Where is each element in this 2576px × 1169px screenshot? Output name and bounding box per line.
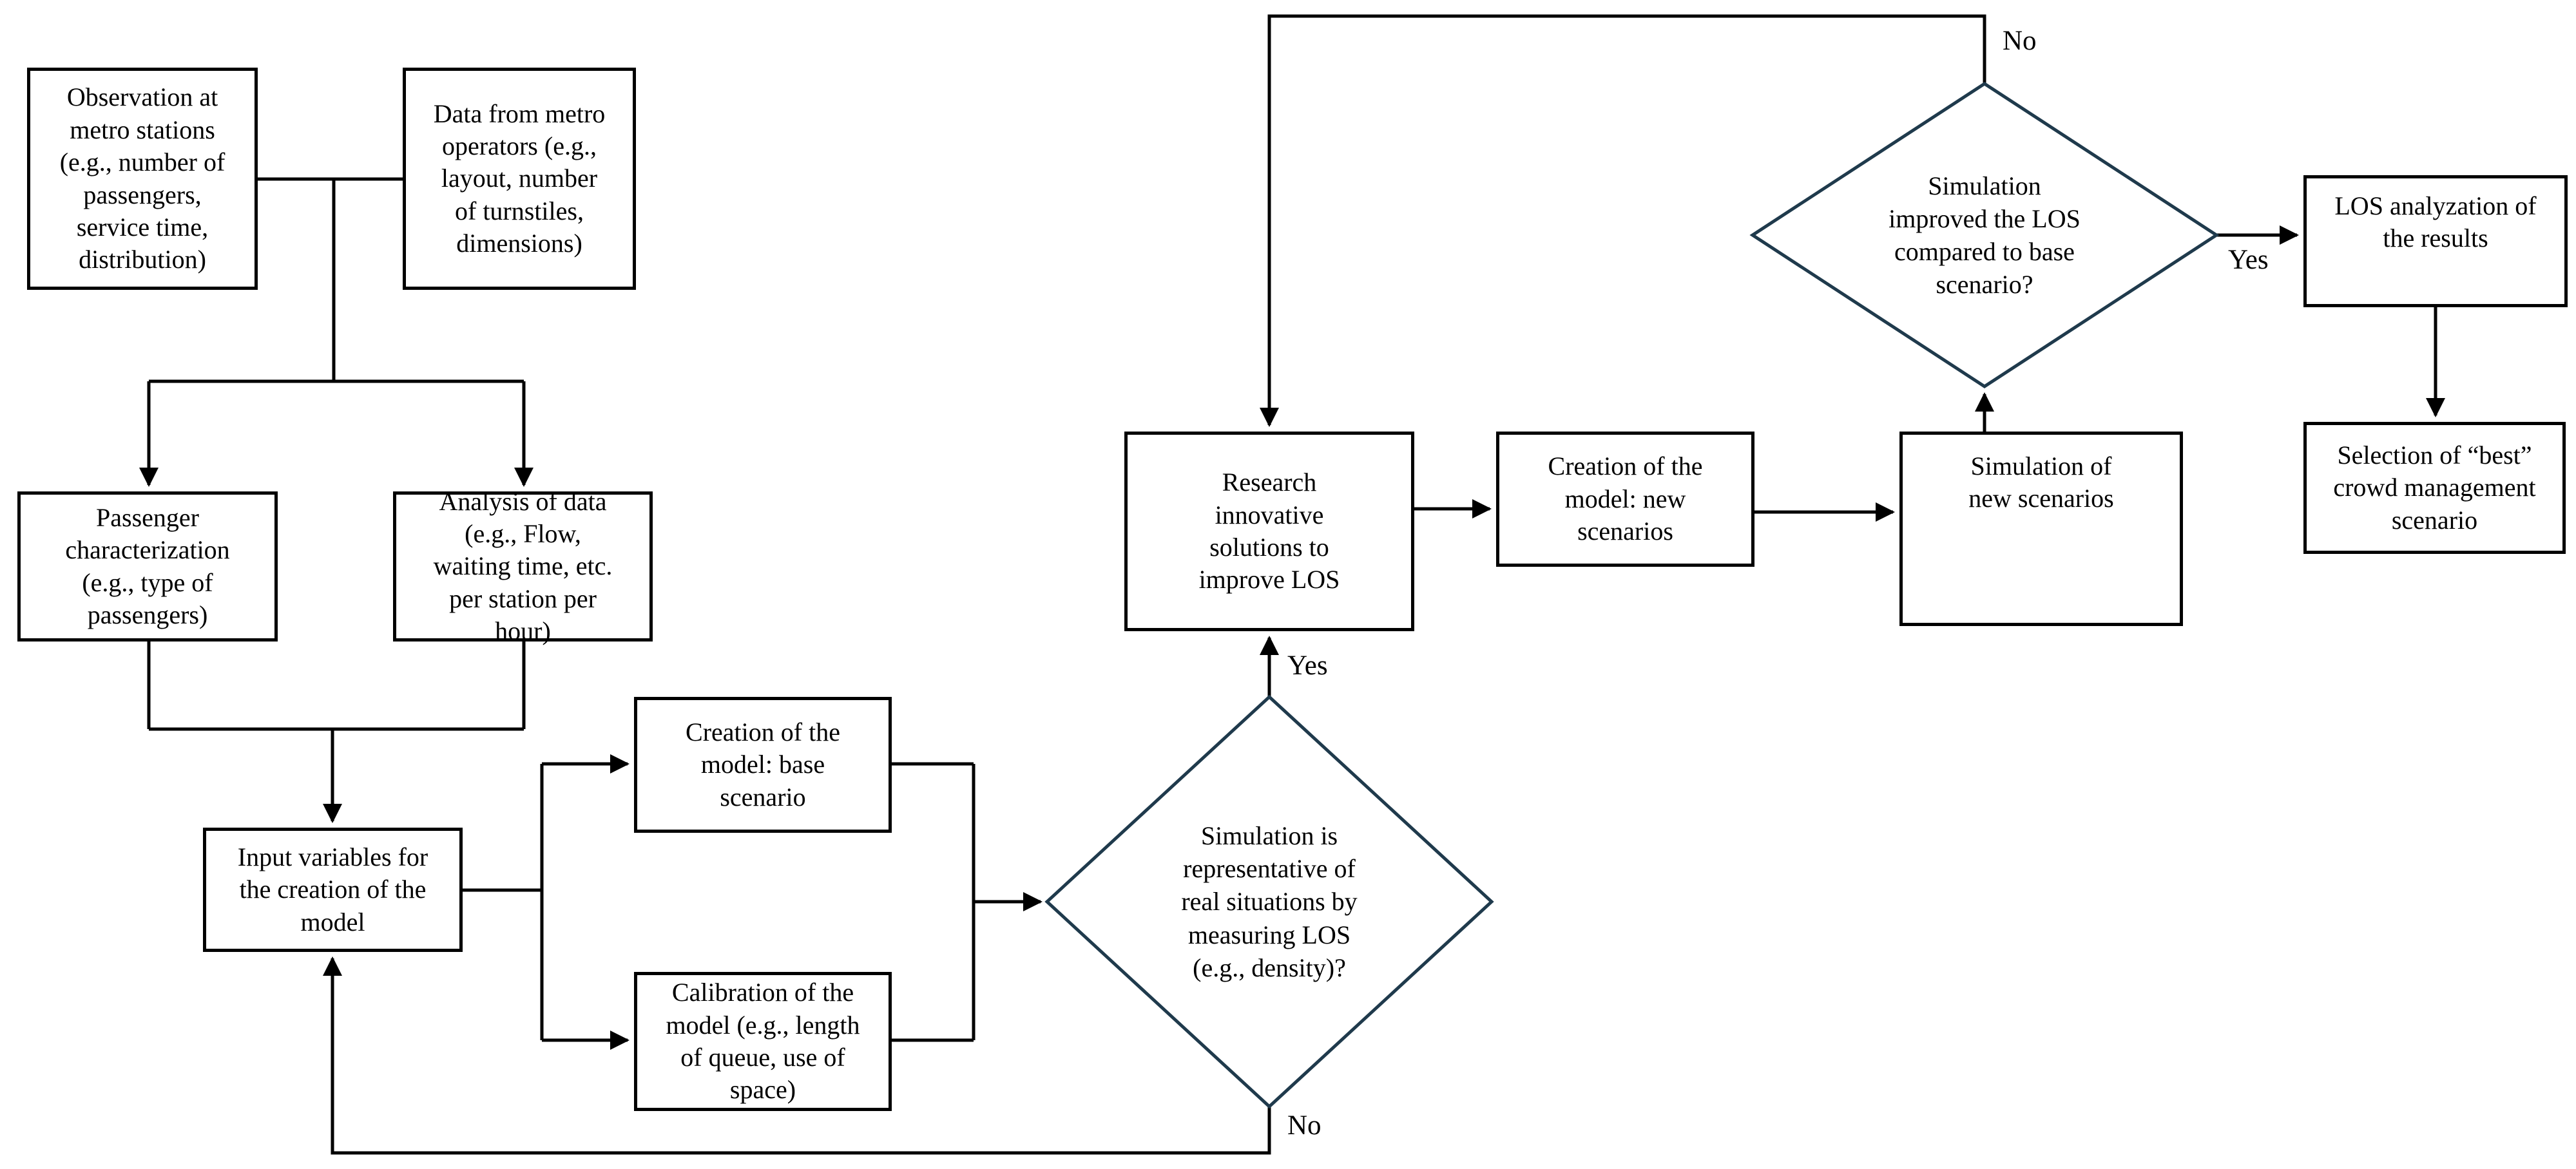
node-input-variables: Input variables for the creation of the … <box>203 828 463 952</box>
label-no-1: No <box>1287 1110 1322 1141</box>
node-creation-base-scenario: Creation of the model: base scenario <box>634 697 892 833</box>
decision-diamond-representative <box>1044 694 1494 1109</box>
label-yes-2: Yes <box>2228 245 2269 275</box>
node-calibration: Calibration of the model (e.g., length o… <box>634 972 892 1111</box>
decision-diamond-improved <box>1749 82 2220 388</box>
node-analysis-of-data: Analysis of data (e.g., Flow, waiting ti… <box>393 487 653 645</box>
node-research-solutions: Research innovative solutions to improve… <box>1124 432 1414 631</box>
connectors <box>139 14 2445 1155</box>
decision-simulation-improved: Simulation improved the LOS compared to … <box>1889 171 2081 299</box>
node-data-from-operators: Data from metro operators (e.g., layout,… <box>403 68 636 290</box>
node-observation: Observation at metro stations (e.g., num… <box>27 68 258 290</box>
node-creation-new-scenarios: Creation of the model: new scenarios <box>1496 432 1754 567</box>
node-selection-best: Selection of “best” crowd management sce… <box>2303 422 2566 554</box>
node-passenger-characterization: Passenger characterization (e.g., type o… <box>17 491 278 642</box>
label-no-2: No <box>2003 26 2037 56</box>
node-los-analyzation: LOS analyzation of the results <box>2303 175 2568 307</box>
label-yes-1: Yes <box>1287 651 1328 681</box>
arrow-no-feedback-to-research <box>1260 14 1986 427</box>
decision-simulation-representative: Simulation is representative of real sit… <box>1181 821 1358 982</box>
arrow-no-feedback-to-input <box>323 956 1271 1155</box>
decision-shapes <box>1044 82 2220 1109</box>
node-simulation-new-scenarios: Simulation of new scenarios <box>1899 432 2183 626</box>
